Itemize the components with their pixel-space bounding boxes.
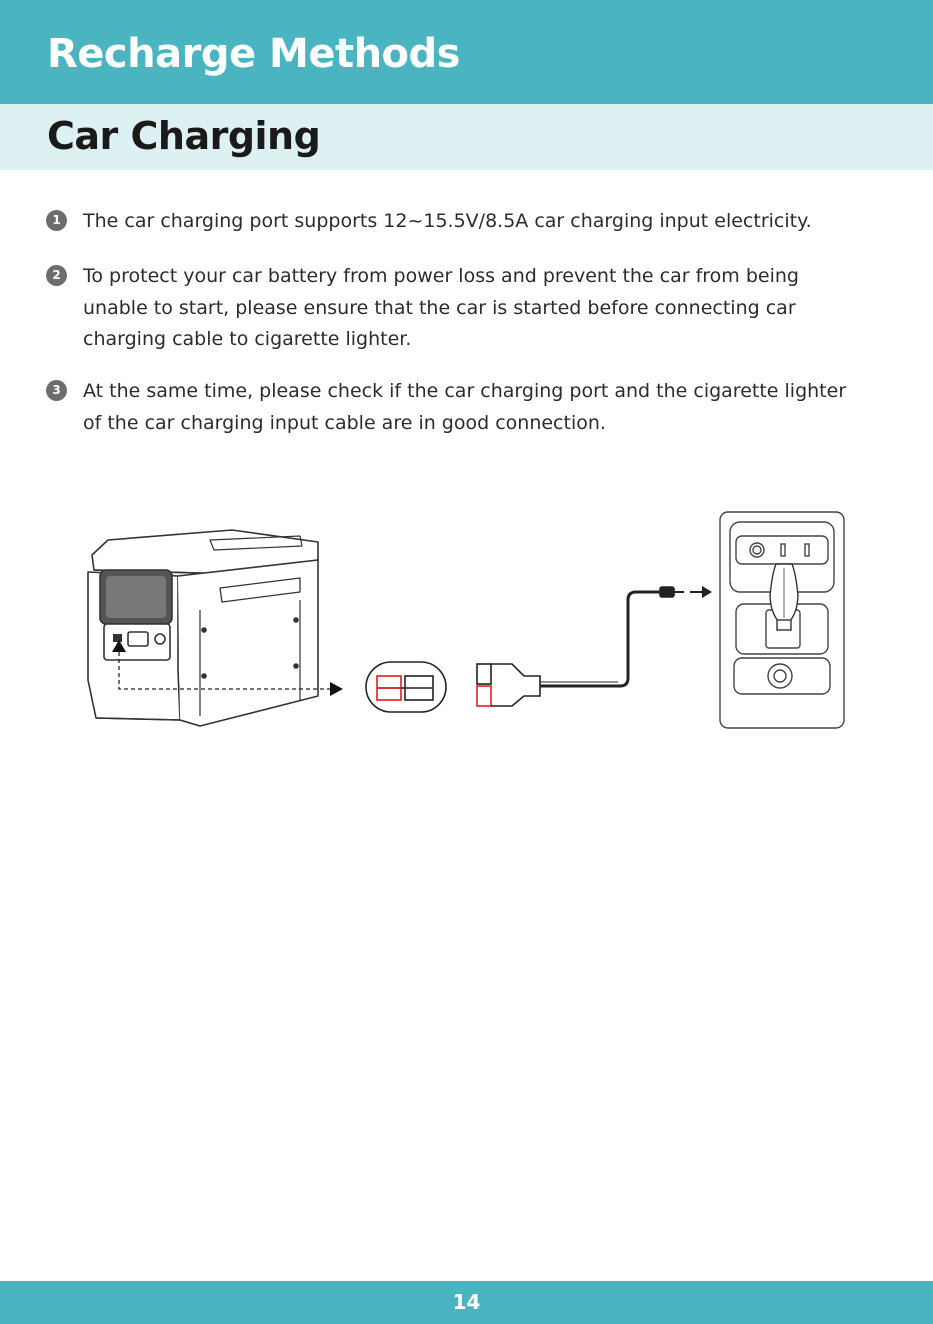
power-station-icon	[87, 529, 319, 727]
car-console-icon	[719, 511, 845, 729]
page-number: 14	[452, 1290, 481, 1314]
step-number-badge: 1	[46, 210, 67, 231]
port-indicator-arrow	[112, 640, 343, 696]
cable-connector-icon	[476, 586, 712, 707]
car-charging-illustration	[0, 500, 933, 740]
car-charging-diagram	[87, 511, 845, 729]
step-text: To protect your car battery from power l…	[83, 265, 799, 350]
step-text: At the same time, please check if the ca…	[83, 380, 847, 434]
section-band	[0, 104, 933, 170]
step-text: The car charging port supports 12~15.5V/…	[83, 210, 812, 232]
section-title: Car Charging	[47, 114, 321, 158]
step-number-badge: 2	[46, 265, 67, 286]
port-closeup-icon	[365, 661, 447, 713]
page-title: Recharge Methods	[47, 31, 460, 77]
footer-band	[0, 1281, 933, 1324]
step-number-badge: 3	[46, 380, 67, 401]
header-band	[0, 0, 933, 104]
